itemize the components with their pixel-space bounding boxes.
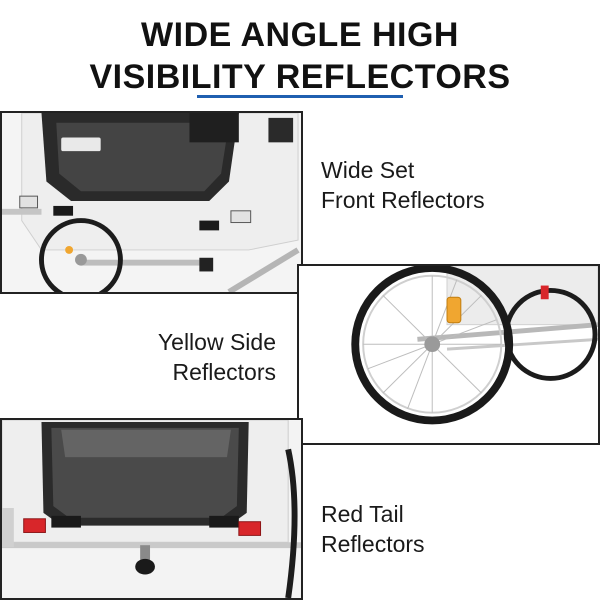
tail-caption-line-2: Reflectors: [321, 531, 425, 557]
front-caption-line-1: Wide Set: [321, 157, 415, 183]
front-reflectors-photo: [0, 111, 303, 294]
red-tail-reflector-right: [238, 521, 262, 536]
front-reflectors-caption: Wide Set Front Reflectors: [321, 155, 485, 215]
title-line-2: VISIBILITY REFLECTORS: [89, 58, 511, 96]
front-caption-line-2: Front Reflectors: [321, 187, 485, 213]
red-tail-reflector-left: [23, 518, 46, 533]
side-reflector-photo: [297, 264, 600, 445]
tail-reflectors-caption: Red Tail Reflectors: [321, 499, 425, 559]
tail-caption-line-1: Red Tail: [321, 501, 404, 527]
title-underline: [197, 95, 403, 98]
side-reflectors-caption: Yellow Side Reflectors: [0, 327, 276, 387]
page-title: WIDE ANGLE HIGH VISIBILITY REFLECTORS: [0, 14, 600, 98]
side-caption-line-2: Reflectors: [172, 359, 276, 385]
yellow-side-reflector: [446, 296, 462, 324]
title-line-1: WIDE ANGLE HIGH: [141, 16, 459, 54]
front-reflector-left: [19, 195, 39, 209]
front-reflector-right: [230, 210, 252, 224]
side-caption-line-1: Yellow Side: [157, 329, 276, 355]
side-reflector-small: [65, 246, 74, 254]
tail-reflectors-photo: [0, 418, 303, 600]
